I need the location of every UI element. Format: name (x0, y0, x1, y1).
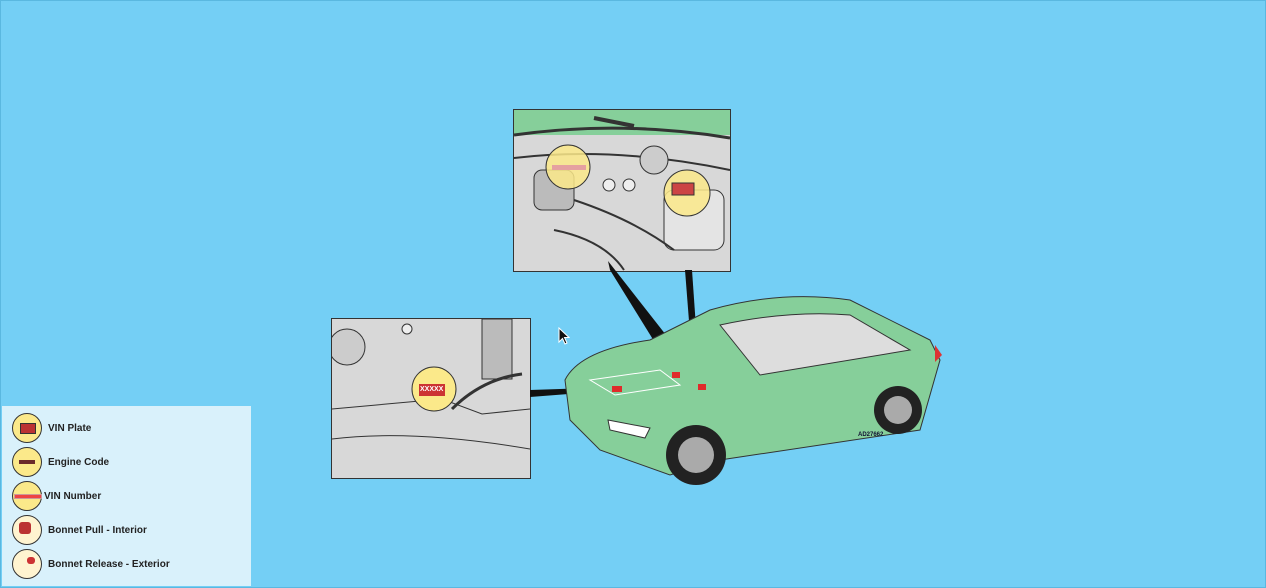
car-illustration (530, 261, 942, 485)
legend-label: Engine Code (48, 456, 110, 468)
engine-code-marker: XXXXX (420, 386, 444, 393)
legend-label: Bonnet Pull - Interior (48, 524, 147, 536)
legend-panel: VIN Plate Engine Code VIN Number Bonnet … (2, 406, 251, 586)
engine-bay-illustration (514, 110, 730, 271)
bonnet-release-icon (12, 549, 42, 579)
legend-label: VIN Number (44, 490, 102, 502)
engine-code-illustration (332, 319, 530, 450)
legend-item-engine-code[interactable]: Engine Code (12, 446, 109, 478)
engine-code-inset: XXXXX (331, 318, 531, 479)
bonnet-pull-icon (12, 515, 42, 545)
mouse-cursor-icon (558, 327, 570, 345)
engine-code-icon (12, 447, 42, 477)
vin-number-icon (12, 481, 42, 511)
legend-item-bonnet-release[interactable]: Bonnet Release - Exterior (12, 548, 170, 580)
diagram-reference-code: AD27662 (858, 432, 884, 438)
legend-item-vin-plate[interactable]: VIN Plate (12, 412, 91, 444)
legend-item-vin-number[interactable]: VIN Number (12, 480, 101, 512)
legend-label: Bonnet Release - Exterior (48, 558, 170, 570)
engine-bay-inset (513, 109, 731, 272)
vin-plate-icon (12, 413, 42, 443)
legend-label: VIN Plate (48, 422, 92, 434)
legend-item-bonnet-pull[interactable]: Bonnet Pull - Interior (12, 514, 147, 546)
